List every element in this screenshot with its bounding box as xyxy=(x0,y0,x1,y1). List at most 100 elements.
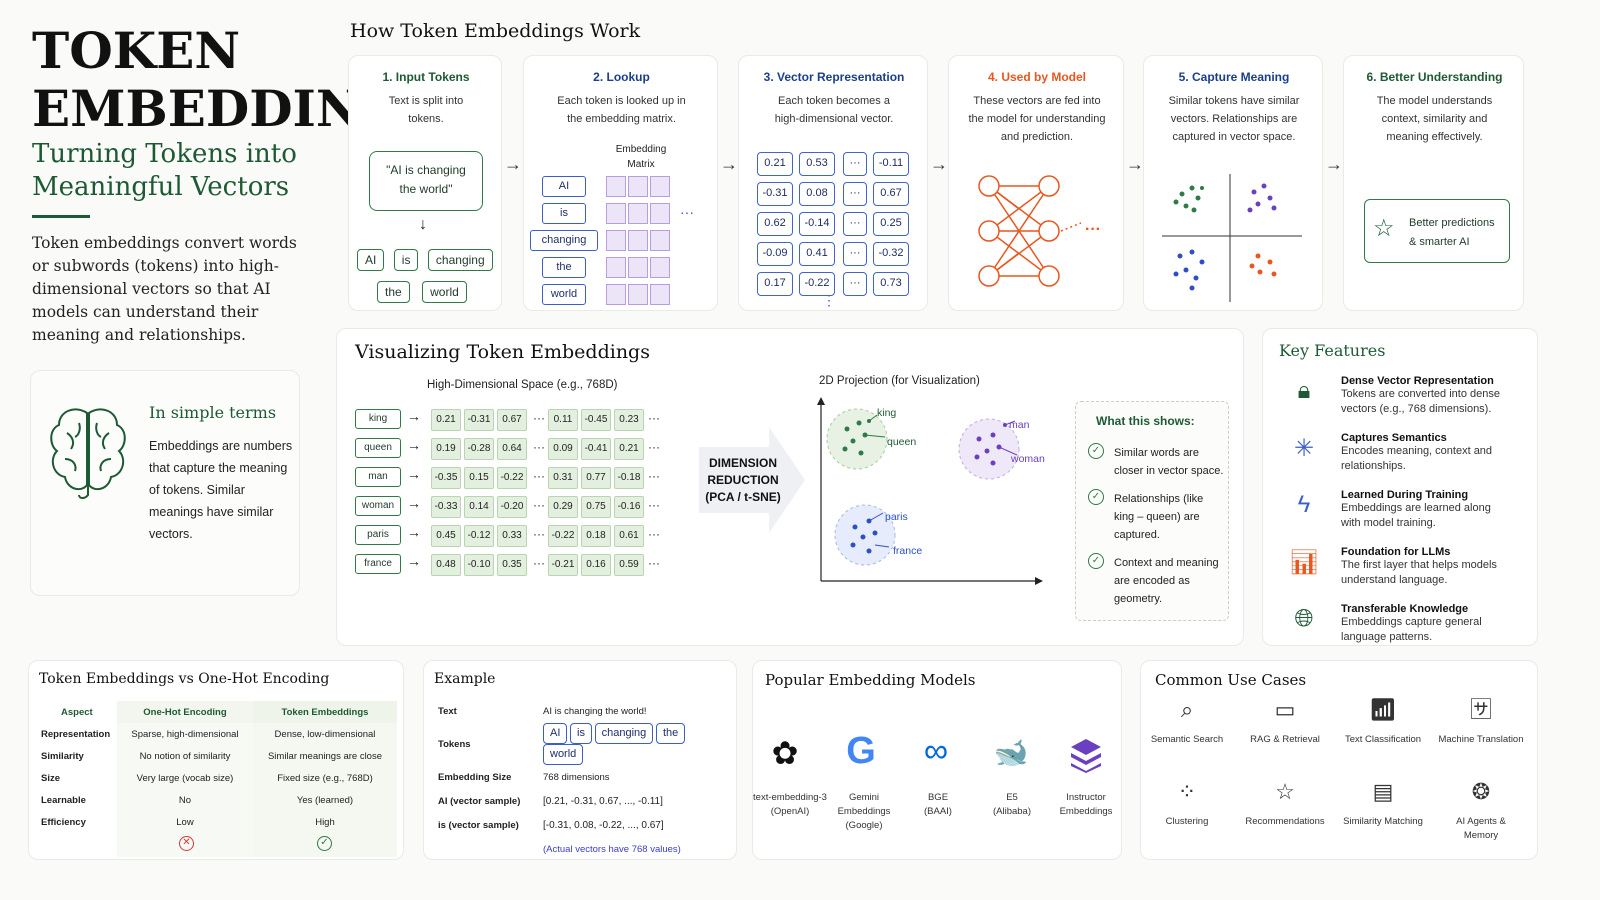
row-arrow: → xyxy=(407,466,421,482)
step-1-title: 1. Input Tokens xyxy=(382,70,470,84)
token-chip: world xyxy=(422,281,467,303)
vector-cell: 0.73 xyxy=(873,272,909,296)
visualizing-card: Visualizing Token Embeddings High-Dimens… xyxy=(336,328,1244,646)
vector-value: -0.21 xyxy=(548,554,578,576)
cluster-quadrant-icon xyxy=(1162,174,1302,302)
vector-value: 0.77 xyxy=(581,467,611,489)
projection-plot xyxy=(817,397,1043,585)
ellipsis: ··· xyxy=(648,469,660,483)
use-case-item: ⁘Clustering xyxy=(1137,781,1237,829)
compare-cell: Similar meanings are close xyxy=(252,745,397,767)
alibaba-logo-icon: 🐋 xyxy=(993,737,1029,768)
flow-arrow: → xyxy=(1325,154,1343,174)
feature-title: Dense Vector Representation xyxy=(1341,375,1494,387)
step-used-by-model: 4. Used by Model These vectors are fed i… xyxy=(948,55,1124,311)
compare-header: One-Hot Encoding xyxy=(117,701,253,723)
ellipsis: ··· xyxy=(533,469,545,483)
cross-circle-icon: ✕ xyxy=(179,836,194,851)
vector-value: 0.48 xyxy=(431,554,461,576)
vector-cell: 0.25 xyxy=(873,212,909,236)
check-circle-icon: ✓ xyxy=(1088,489,1104,505)
use-case-item: ☆Recommendations xyxy=(1235,781,1335,829)
use-case-item: 📶︎Text Classification xyxy=(1333,699,1433,747)
feature-desc: Embeddings capture general xyxy=(1341,616,1482,628)
ellipsis: ··· xyxy=(533,498,545,512)
translate-icon: 🈂︎ xyxy=(1469,697,1492,722)
star-icon: ☆ xyxy=(1373,215,1395,242)
label-king: king xyxy=(877,407,897,419)
token-chip: AI xyxy=(357,249,385,271)
title-divider xyxy=(32,215,90,218)
ellipsis: ··· xyxy=(648,556,660,570)
use-case-item: 🈂︎Machine Translation xyxy=(1431,697,1531,747)
matrix-ellipsis: ··· xyxy=(680,204,694,220)
ellipsis: ··· xyxy=(533,440,545,454)
vector-cell: 0.21 xyxy=(757,152,793,176)
step-2-title: 2. Lookup xyxy=(593,70,650,84)
vector-value: 0.75 xyxy=(581,496,611,518)
compare-cell: Low xyxy=(117,811,253,833)
feature-desc: with model training. xyxy=(1341,517,1436,529)
example-is-vector: [-0.31, 0.08, -0.22, ..., 0.67] xyxy=(543,819,664,831)
example-tokens: AI is changing the world xyxy=(539,723,730,765)
compare-cell: Yes (learned) xyxy=(252,789,397,811)
vector-value: 0.35 xyxy=(497,554,527,576)
vector-value: -0.31 xyxy=(464,409,494,431)
token-chip: is xyxy=(393,249,419,271)
vector-value: 0.11 xyxy=(548,409,578,431)
label-queen: queen xyxy=(887,436,917,448)
matrix-cell xyxy=(650,230,670,251)
lookup-token: changing xyxy=(530,230,598,251)
subtitle: Turning Tokens into Meaningful Vectors xyxy=(32,139,297,202)
vector-value: -0.33 xyxy=(431,496,461,518)
down-arrow: ↓ xyxy=(419,216,427,233)
vector-value: 0.45 xyxy=(431,525,461,547)
vector-value: 0.21 xyxy=(431,409,461,431)
model-name: text-embedding-3(OpenAI) xyxy=(753,792,827,817)
matrix-cell xyxy=(628,230,648,251)
openai-logo-icon: ✿ xyxy=(771,735,799,771)
vector-value: 0.59 xyxy=(614,554,644,576)
compare-cell: Similarity xyxy=(41,750,84,762)
vector-value: 0.09 xyxy=(548,438,578,460)
matrix-cell xyxy=(650,203,670,224)
lookup-token: world xyxy=(542,284,586,305)
feature-desc: understand language. xyxy=(1341,574,1448,586)
ellipsis: ··· xyxy=(648,498,660,512)
model-name: BGE(BAAI) xyxy=(924,792,952,817)
flow-arrow: → xyxy=(720,154,738,174)
chat-icon: ▭ xyxy=(1274,697,1296,722)
brain-icon xyxy=(50,408,126,499)
shows-title: What this shows: xyxy=(1096,414,1195,428)
matrix-cell xyxy=(650,257,670,278)
vector-cell: ··· xyxy=(843,242,867,266)
models-title: Popular Embedding Models xyxy=(765,671,976,689)
check-circle-icon: ✓ xyxy=(1088,553,1104,569)
lightning-icon: ϟ xyxy=(1297,491,1311,518)
vector-cell: -0.11 xyxy=(873,152,909,176)
example-title: Example xyxy=(434,671,496,687)
use-case-item: ▤Similarity Matching xyxy=(1333,781,1433,829)
vector-value: -0.28 xyxy=(464,438,494,460)
feature-desc: Tokens are converted into dense xyxy=(1341,388,1500,400)
models-card: Popular Embedding Models ✿ G ∞ 🐋 text-em… xyxy=(752,660,1122,860)
compare-cell: No notion of similarity xyxy=(117,745,253,767)
vector-value: 0.64 xyxy=(497,438,527,460)
word-chip: france xyxy=(355,554,401,574)
vector-value: -0.35 xyxy=(431,467,461,489)
